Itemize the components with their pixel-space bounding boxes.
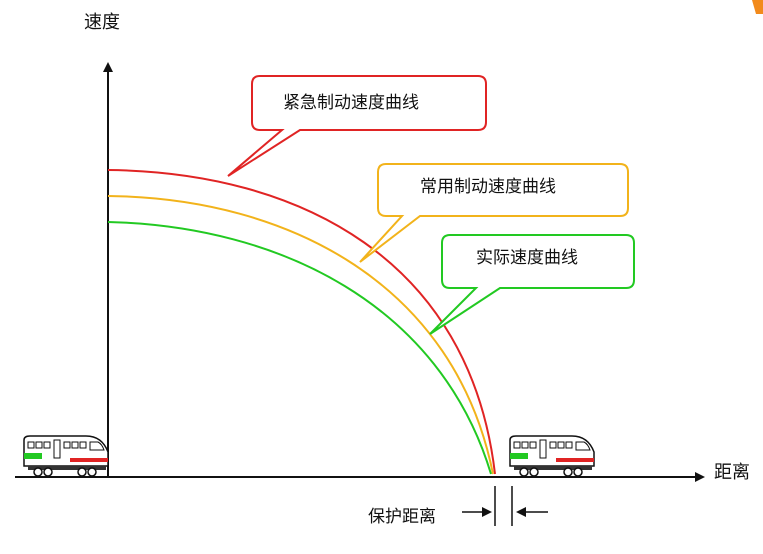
callout-emergency-label: 紧急制动速度曲线 [283,93,419,113]
callout-actual [429,234,635,335]
train-icon [23,435,109,477]
callout-service [359,163,629,263]
actual-speed-curve [107,221,492,475]
callout-actual-label: 实际速度曲线 [476,248,578,268]
callout-emergency [227,75,487,177]
train-icon [509,435,595,477]
logo-fragment-icon [752,0,763,14]
x-axis-label: 距离 [714,462,750,483]
emergency-brake-curve [107,169,496,475]
callout-service-label: 常用制动速度曲线 [420,177,556,197]
y-axis-label: 速度 [84,12,120,33]
service-brake-curve [107,195,494,475]
protection-distance-label: 保护距离 [368,507,436,527]
